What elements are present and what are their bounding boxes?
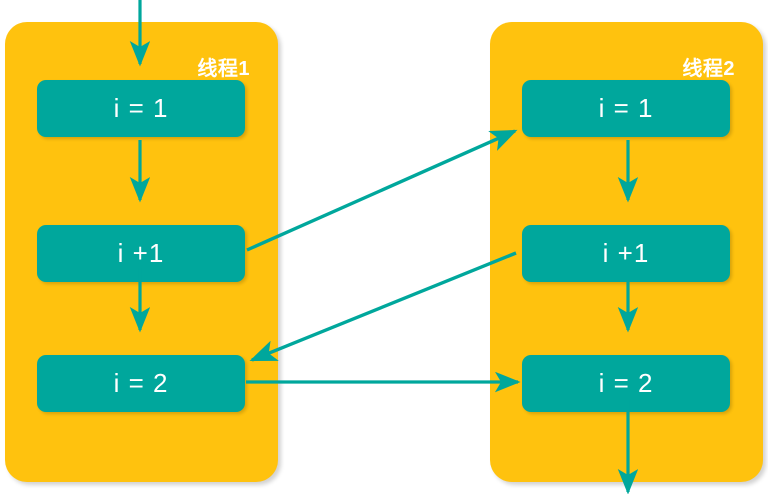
thread-2-step-1: i = 1 [522,80,730,137]
thread-1-step-3: i = 2 [37,355,245,412]
cross-arrow-left2-to-right1 [246,129,518,252]
cross-arrow-right2-to-left3 [249,251,517,362]
thread-1-title: 线程1 [197,58,250,80]
thread-1-step-1: i = 1 [37,80,245,137]
thread-2-title: 线程2 [682,58,735,80]
thread-1-panel: 线程1 i = 1 i +1 i = 2 [5,22,278,482]
thread-2-step-2: i +1 [522,225,730,282]
thread-2-panel: 线程2 i = 1 i +1 i = 2 [490,22,763,482]
thread-2-step-3: i = 2 [522,355,730,412]
thread-1-step-2: i +1 [37,225,245,282]
